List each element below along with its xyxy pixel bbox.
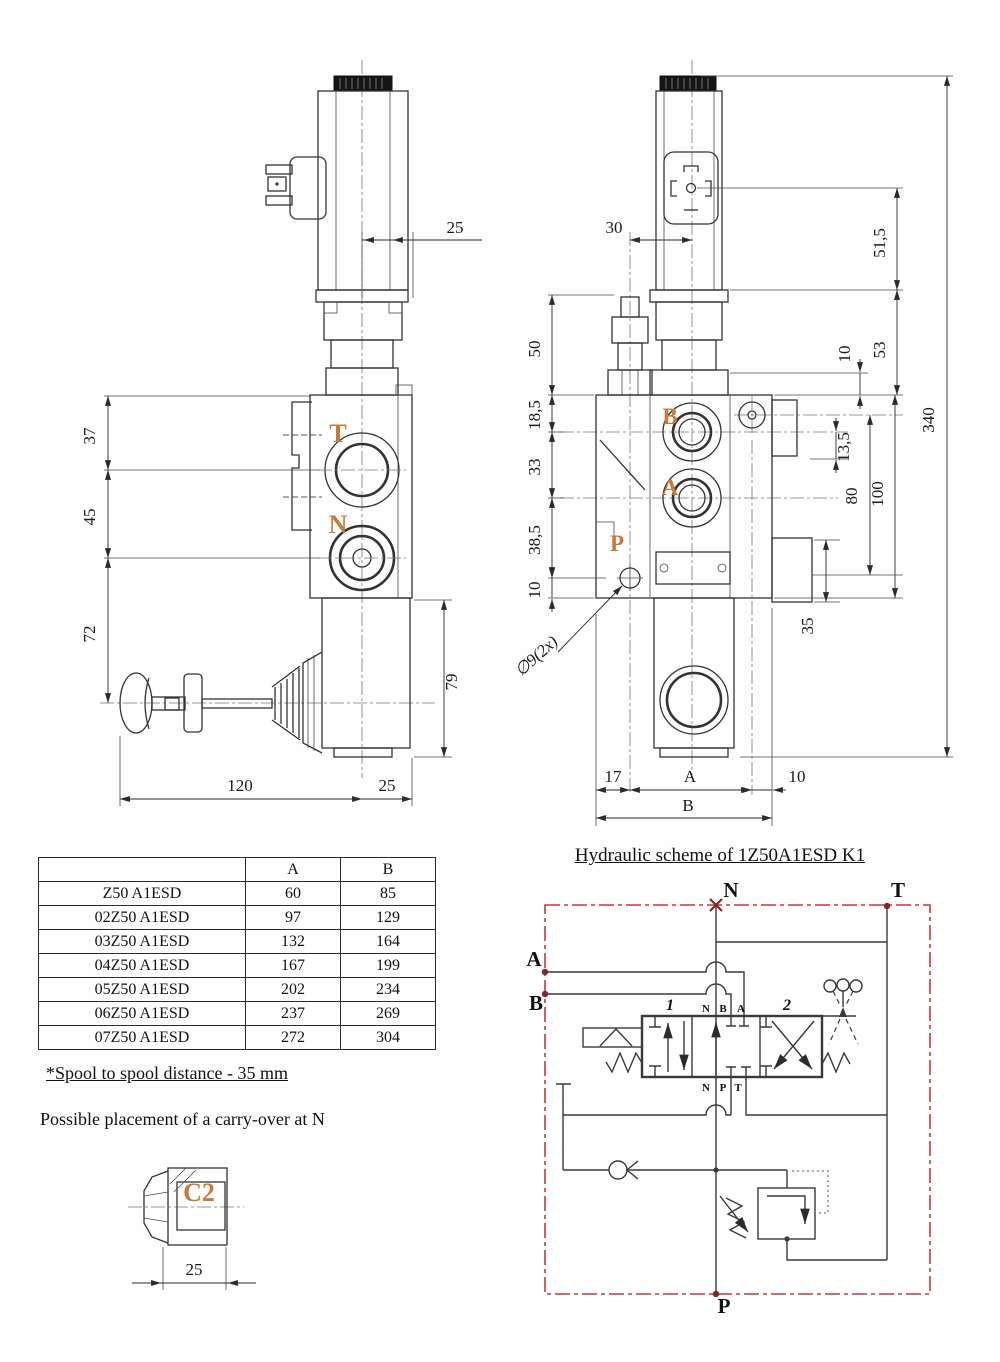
carry-over-view: C2 25 xyxy=(128,1167,256,1290)
valve-body-front xyxy=(595,394,813,603)
relief-valve xyxy=(719,1170,887,1261)
scheme-boundary xyxy=(544,904,931,1295)
solenoid-cap-side xyxy=(333,75,393,92)
svg-text:51,5: 51,5 xyxy=(870,228,889,258)
svg-text:33: 33 xyxy=(525,459,544,476)
table-row: 06Z50 A1ESD 237 269 xyxy=(38,1001,436,1026)
svg-text:A: A xyxy=(737,1003,745,1015)
side-view-dimensions: 25 37 45 72 79 120 25 xyxy=(80,218,482,806)
svg-text:80: 80 xyxy=(842,488,861,505)
svg-text:N: N xyxy=(702,1003,710,1015)
solenoid-cap-front xyxy=(659,75,717,92)
n-port-label: N xyxy=(329,510,348,539)
svg-text:38,5: 38,5 xyxy=(525,525,544,555)
header-b: B xyxy=(340,857,436,882)
p-port-label: P xyxy=(610,531,624,556)
c2-dim: 25 xyxy=(186,1260,203,1279)
detent-symbol xyxy=(822,978,863,1045)
solenoid-symbol xyxy=(582,1027,643,1048)
spool-distance-note: *Spool to spool distance - 35 mm xyxy=(46,1063,288,1083)
svg-text:10: 10 xyxy=(835,346,854,363)
directional-valve: 1 2 N B A N P T xyxy=(640,997,824,1094)
manual-lever xyxy=(119,665,301,741)
table-row: 07Z50 A1ESD 272 304 xyxy=(38,1025,436,1050)
position-1-label: 1 xyxy=(666,997,674,1014)
t-port xyxy=(318,432,406,508)
a-port-label: A xyxy=(662,475,679,500)
svg-text:10: 10 xyxy=(525,582,544,599)
table-row: 02Z50 A1ESD 97 129 xyxy=(38,905,436,930)
front-view: B A P 30 51,5 53 10 xyxy=(511,60,953,826)
c2-label: C2 xyxy=(183,1178,215,1207)
header-a: A xyxy=(245,857,341,882)
n-port xyxy=(318,524,406,592)
svg-text:T: T xyxy=(734,1082,742,1094)
table-row: 05Z50 A1ESD 202 234 xyxy=(38,977,436,1002)
svg-text:35: 35 xyxy=(798,618,817,635)
svg-text:13,5: 13,5 xyxy=(834,432,853,462)
hole-callout: ∅9(2x) xyxy=(511,632,562,680)
header-model xyxy=(38,857,246,882)
size-table: A B Z50 A1ESD 60 85 02Z50 A1ESD 97 129 0… xyxy=(38,857,436,1050)
solenoid-body-side xyxy=(317,90,409,291)
svg-text:B: B xyxy=(719,1003,727,1015)
svg-text:10: 10 xyxy=(789,767,806,786)
front-view-dimensions: 30 51,5 53 10 340 xyxy=(511,75,953,826)
svg-text:25: 25 xyxy=(379,776,396,795)
svg-text:53: 53 xyxy=(870,342,889,359)
scheme-b-label: B xyxy=(529,991,543,1015)
svg-text:25: 25 xyxy=(447,218,464,237)
table-row: 04Z50 A1ESD 167 199 xyxy=(38,953,436,978)
hydraulic-scheme: N T A B P xyxy=(526,878,931,1318)
t-port-label: T xyxy=(329,419,346,448)
left-spring-symbol xyxy=(605,1051,643,1074)
check-valve xyxy=(608,1160,639,1180)
lower-block-front xyxy=(653,597,735,758)
svg-text:P: P xyxy=(720,1082,727,1094)
valve-neck-front xyxy=(649,289,729,396)
b-port-label: B xyxy=(662,404,677,429)
svg-text:37: 37 xyxy=(80,427,99,445)
scheme-a-label: A xyxy=(526,947,542,971)
svg-text:79: 79 xyxy=(442,674,461,691)
table-row: 03Z50 A1ESD 132 164 xyxy=(38,929,436,954)
svg-text:120: 120 xyxy=(227,776,253,795)
table-header-row: A B xyxy=(38,857,436,882)
right-spring-symbol xyxy=(821,1051,851,1074)
scheme-n-label: N xyxy=(723,878,738,902)
scheme-title: Hydraulic scheme of 1Z50A1ESD K1 xyxy=(574,845,866,866)
lever-housing-side xyxy=(302,597,411,758)
scheme-t-label: T xyxy=(891,878,905,902)
carry-over-note: Possible placement of a carry-over at N xyxy=(40,1109,325,1129)
position-2-label: 2 xyxy=(782,997,791,1014)
b-port xyxy=(662,402,722,462)
valve-body-side xyxy=(283,384,413,599)
svg-text:17: 17 xyxy=(605,767,623,786)
scheme-p-label: P xyxy=(718,1294,731,1318)
svg-text:30: 30 xyxy=(606,218,623,237)
svg-text:A: A xyxy=(684,767,697,786)
svg-text:B: B xyxy=(682,796,693,815)
a-port xyxy=(662,468,722,528)
side-view: T N xyxy=(80,60,482,806)
svg-text:45: 45 xyxy=(80,509,99,526)
mounting-hole xyxy=(557,565,643,653)
svg-text:50: 50 xyxy=(525,341,544,358)
svg-text:72: 72 xyxy=(80,626,99,643)
scheme-piping xyxy=(545,905,888,1294)
svg-text:N: N xyxy=(702,1082,710,1094)
svg-text:18,5: 18,5 xyxy=(525,400,544,430)
svg-text:100: 100 xyxy=(868,481,887,507)
solenoid-body-front xyxy=(655,90,723,291)
svg-text:340: 340 xyxy=(919,407,938,433)
table-row: Z50 A1ESD 60 85 xyxy=(38,881,436,906)
connector-side xyxy=(265,156,327,220)
